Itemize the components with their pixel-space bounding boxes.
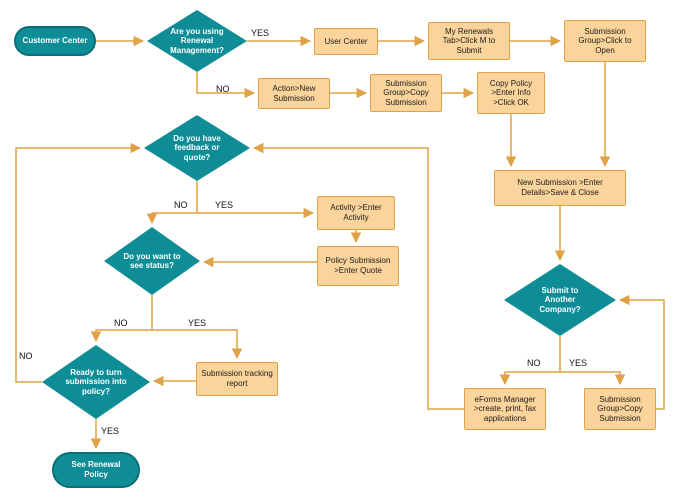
edge-label-yes-ready: YES bbox=[101, 426, 120, 436]
node-my-renewals: My Renewals Tab>Click M to Submit bbox=[428, 22, 510, 60]
edge-label-yes-feedback: YES bbox=[215, 200, 234, 210]
edge-label-yes-renewal: YES bbox=[251, 28, 270, 38]
decision-renewal-management-label: Are you using Renewal Management? bbox=[170, 27, 224, 55]
node-copy-policy: Copy Policy >Enter Info >Click OK bbox=[477, 72, 545, 114]
node-see-renewal-policy: See Renewal Policy bbox=[52, 452, 140, 488]
node-eforms-manager: eForms Manager >create, print, fax appli… bbox=[464, 388, 546, 430]
node-submission-group-open: Submission Group>Click to Open bbox=[564, 20, 646, 62]
node-new-submission-details: New Submission >Enter Details>Save & Clo… bbox=[494, 170, 626, 206]
node-policy-submission: Policy Submission >Enter Quote bbox=[317, 246, 399, 286]
node-action-new-submission: Action>New Submission bbox=[258, 78, 330, 109]
edge-label-no-ready: NO bbox=[19, 351, 33, 361]
node-user-center: User Center bbox=[314, 28, 378, 55]
edge-label-no-status: NO bbox=[114, 318, 128, 328]
node-submission-group-copy-1: Submission Group>Copy Submission bbox=[370, 74, 442, 112]
node-customer-center: Customer Center bbox=[14, 26, 96, 56]
decision-submit-another-company-label: Submit to Another Company? bbox=[539, 286, 581, 314]
node-activity: Activity >Enter Activity bbox=[317, 196, 395, 230]
decision-ready-policy-label: Ready to turn submission into policy? bbox=[65, 368, 127, 396]
edge-label-no-feedback: NO bbox=[174, 200, 188, 210]
decision-see-status-label: Do you want to see status? bbox=[123, 251, 181, 270]
edge-label-yes-submit-another: YES bbox=[569, 358, 588, 368]
edge-label-no-renewal: NO bbox=[216, 84, 230, 94]
edge-label-no-submit-another: NO bbox=[527, 358, 541, 368]
decision-feedback-quote-label: Do you have feedback or quote? bbox=[173, 134, 221, 162]
edge-label-yes-status: YES bbox=[188, 318, 207, 328]
node-submission-group-copy-2: Submission Group>Copy Submission bbox=[584, 388, 656, 430]
node-tracking-report: Submission tracking report bbox=[196, 362, 278, 396]
